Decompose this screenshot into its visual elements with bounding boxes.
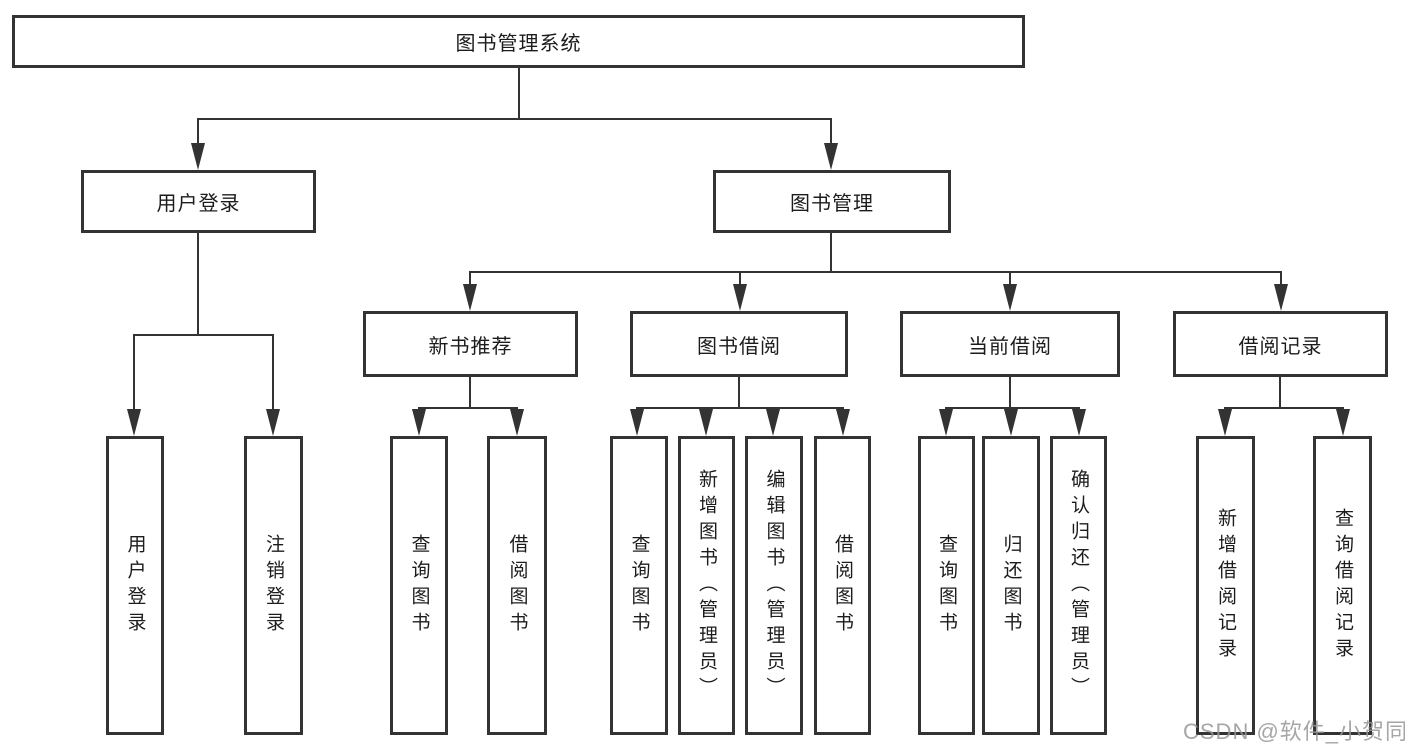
leaf-current-confirm-return-admin: 确认归还（管理员）	[1050, 436, 1107, 735]
node-label: 图书管理	[790, 193, 874, 215]
connector-drop-new-book	[469, 271, 471, 287]
connector-borrow-horizontal	[636, 407, 844, 409]
connector-current-vertical	[1009, 377, 1011, 408]
leaf-records-add-record: 新增借阅记录	[1196, 436, 1255, 735]
connector-records-vertical	[1279, 377, 1281, 408]
connector-current-horizontal	[945, 407, 1080, 409]
connector-book-mgmt-horizontal	[469, 271, 1281, 273]
node-label: 用户登录	[156, 193, 241, 215]
node-label: 新增图书（管理员）	[696, 468, 717, 703]
connector-drop-borrow-records	[1280, 271, 1282, 287]
node-label: 借阅图书	[832, 533, 853, 638]
leaf-current-query-books: 查询图书	[918, 436, 975, 735]
node-label: 确认归还（管理员）	[1068, 468, 1089, 703]
connector-drop-book-borrow	[739, 271, 741, 287]
connector-newrec-vertical	[469, 377, 471, 408]
arrowhead-records-query	[1336, 409, 1350, 436]
node-library-management-system: 图书管理系统	[12, 15, 1025, 68]
connector-newrec-horizontal	[418, 407, 518, 409]
node-label: 查询图书	[936, 533, 957, 638]
connector-borrow-vertical	[738, 377, 740, 408]
arrowhead-borrow-add	[699, 409, 713, 436]
leaf-borrow-query-books: 查询图书	[610, 436, 668, 735]
node-book-borrow: 图书借阅	[630, 311, 848, 377]
node-label: 查询图书	[408, 533, 430, 638]
arrowhead-book-management	[824, 143, 838, 170]
node-label: 借阅图书	[506, 533, 528, 638]
arrowhead-borrow-records	[1274, 284, 1288, 311]
leaf-logout: 注销登录	[244, 436, 303, 735]
arrowhead-current-confirm	[1072, 409, 1086, 436]
connector-book-mgmt-vertical	[830, 233, 832, 273]
connector-drop-book-management	[830, 118, 832, 147]
node-label: 当前借阅	[968, 335, 1052, 358]
connector-drop-user-login	[197, 118, 199, 147]
csdn-watermark: CSDN @软件_小贺同学	[1183, 719, 1405, 744]
node-label: 查询借阅记录	[1332, 507, 1353, 664]
node-label: 借阅记录	[1238, 335, 1323, 358]
arrowhead-leaf-login	[127, 409, 141, 436]
leaf-newrec-borrow-books: 借阅图书	[487, 436, 547, 735]
arrowhead-leaf-logout	[266, 409, 280, 436]
connector-drop-current-borrow	[1009, 271, 1011, 287]
arrowhead-borrow-query	[630, 409, 644, 436]
node-label: 编辑图书（管理员）	[763, 468, 785, 703]
node-new-book-recommend: 新书推荐	[363, 311, 578, 377]
node-label: 新书推荐	[428, 335, 513, 358]
arrowhead-borrow-edit	[766, 409, 780, 436]
arrowhead-book-borrow	[733, 284, 747, 311]
node-label: 用户登录	[124, 533, 146, 638]
arrowhead-newrec-query	[412, 409, 426, 436]
connector-records-horizontal	[1224, 407, 1344, 409]
node-current-borrow: 当前借阅	[900, 311, 1120, 377]
node-user-login: 用户登录	[81, 170, 316, 233]
arrowhead-user-login	[191, 143, 205, 170]
leaf-records-query-record: 查询借阅记录	[1313, 436, 1372, 735]
leaf-borrow-edit-books-admin: 编辑图书（管理员）	[745, 436, 803, 735]
connector-user-login-horizontal	[133, 334, 273, 336]
arrowhead-borrow-borrow	[836, 409, 850, 436]
connector-user-login-vertical	[197, 233, 199, 336]
leaf-current-return-books: 归还图书	[982, 436, 1040, 735]
connector-drop-leaf-login	[133, 334, 135, 411]
leaf-borrow-borrow-books: 借阅图书	[814, 436, 871, 735]
leaf-borrow-add-books-admin: 新增图书（管理员）	[678, 436, 735, 735]
arrowhead-current-borrow	[1003, 284, 1017, 311]
arrowhead-new-book	[463, 284, 477, 311]
node-label: 查询图书	[628, 533, 650, 638]
node-book-management: 图书管理	[713, 170, 951, 233]
node-label: 图书借阅	[697, 335, 781, 358]
node-borrow-records: 借阅记录	[1173, 311, 1388, 377]
node-label: 新增借阅记录	[1215, 507, 1236, 664]
connector-root-horizontal	[198, 118, 832, 120]
arrowhead-current-query	[939, 409, 953, 436]
connector-drop-leaf-logout	[272, 334, 274, 411]
node-label: 图书管理系统	[455, 33, 582, 55]
node-label: 注销登录	[263, 533, 284, 638]
arrowhead-current-return	[1004, 409, 1018, 436]
leaf-newrec-query-books: 查询图书	[390, 436, 448, 735]
arrowhead-newrec-borrow	[510, 409, 524, 436]
leaf-user-login: 用户登录	[106, 436, 164, 735]
node-label: 归还图书	[1000, 533, 1022, 638]
connector-root-vertical	[518, 68, 520, 119]
arrowhead-records-add	[1218, 409, 1232, 436]
